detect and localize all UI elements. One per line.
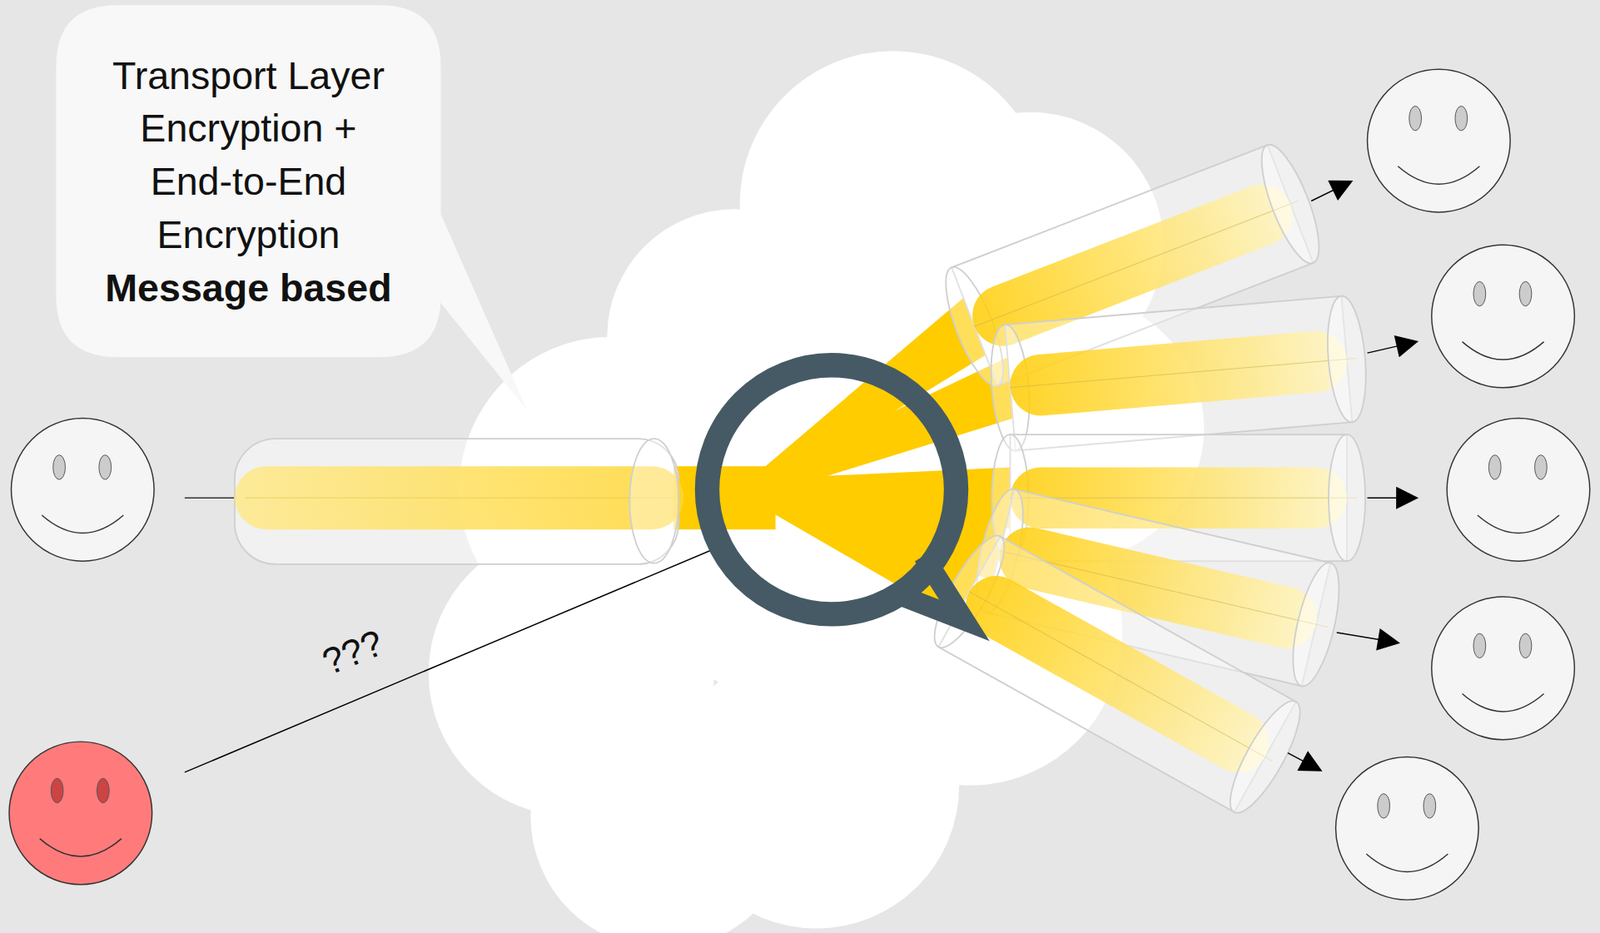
sender-line bbox=[184, 496, 238, 498]
attacker-line bbox=[184, 548, 715, 772]
incoming-tube bbox=[234, 438, 684, 565]
note-label: ??? bbox=[316, 621, 390, 685]
outgoing-tubes bbox=[922, 138, 1371, 821]
callout-outline bbox=[55, 4, 527, 412]
callout-emphasis: Message based bbox=[104, 260, 392, 314]
attacker-face bbox=[9, 741, 153, 885]
recipient-faces bbox=[1336, 69, 1591, 900]
chat-logo bbox=[706, 365, 964, 621]
delivery-arrows bbox=[1287, 181, 1417, 771]
callout-bubble: Transport Layer Encryption + End-to-End … bbox=[55, 4, 536, 413]
sender-face bbox=[10, 418, 155, 562]
callout-text: Transport Layer Encryption + End-to-End … bbox=[96, 48, 400, 261]
callout-body: Transport Layer Encryption + End-to-End … bbox=[55, 4, 441, 358]
